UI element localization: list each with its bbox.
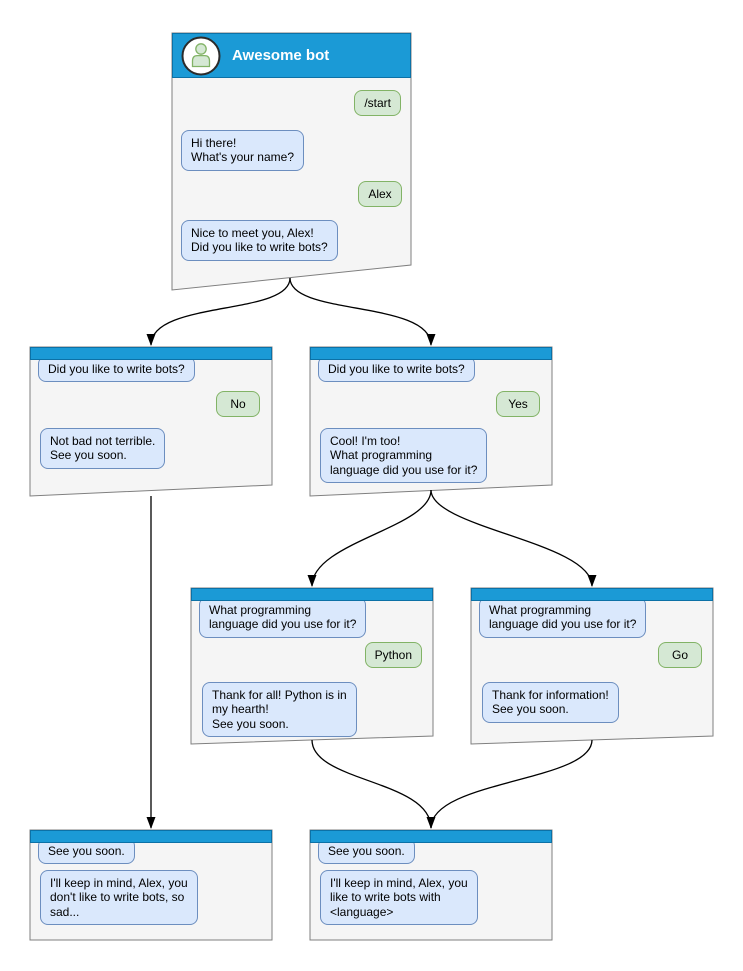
bot-message-bubble: Cool! I'm too! What programming language… [320,428,488,484]
chat-node-end-no: See you soon. I'll keep in mind, Alex, y… [30,830,272,940]
connector-root-to-no [146,277,291,346]
chat-header: Awesome bot [172,33,411,78]
bot-message-bubble: What programming language did you use fo… [199,597,367,638]
user-message-bubble: Alex [358,181,402,208]
chat-node-yes-branch: Did you like to write bots? Yes Cool! I'… [310,347,552,496]
chat-node-go-branch: What programming language did you use fo… [471,588,713,744]
connector-go-to-end [430,739,593,829]
bot-message-bubble: Thank for all! Python is in my hearth! S… [202,682,357,738]
bot-message-bubble: Thank for information! See you soon. [482,682,619,723]
avatar-icon [181,36,221,75]
bot-message-bubble: I'll keep in mind, Alex, you don't like … [40,870,198,926]
user-message-bubble: Python [364,642,422,669]
chat-node-python-branch: What programming language did you use fo… [191,588,433,744]
bot-message-bubble: Nice to meet you, Alex! Did you like to … [181,220,338,261]
chat-node-no-branch: Did you like to write bots? No Not bad n… [30,347,272,496]
connector-yes-to-go [430,489,597,587]
bot-message-bubble: Hi there! What's your name? [181,130,305,171]
bot-message-bubble: What programming language did you use fo… [479,597,647,638]
bot-message-bubble: I'll keep in mind, Alex, you like to wri… [320,870,478,926]
user-message-bubble: /start [354,90,401,117]
chat-header [191,588,433,601]
chat-header [471,588,713,601]
chat-header [310,830,552,843]
bot-message-bubble: Did you like to write bots? [318,356,475,383]
chat-header [30,830,272,843]
connector-yes-to-python [307,489,432,587]
chat-header [30,347,272,360]
user-message-bubble: No [216,391,260,418]
bot-message-bubble: Did you like to write bots? [38,356,195,383]
user-message-bubble: Yes [496,391,540,418]
bot-name-title: Awesome bot [232,47,330,64]
chat-node-end-yes: See you soon. I'll keep in mind, Alex, y… [310,830,552,940]
chat-header [310,347,552,360]
user-message-bubble: Go [658,642,702,669]
connector-python-to-end [311,739,436,829]
chat-node-root: Awesome bot /start Hi there! What's your… [172,33,411,290]
bot-message-bubble: Not bad not terrible. See you soon. [40,428,166,469]
connector-root-to-yes [289,277,436,346]
